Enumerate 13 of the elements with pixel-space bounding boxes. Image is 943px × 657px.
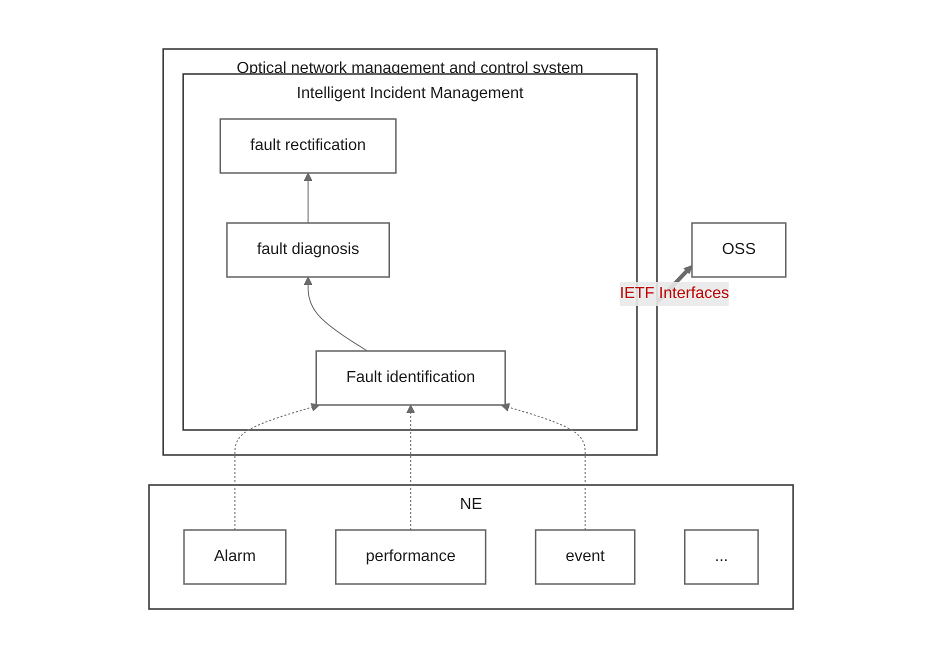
arrow (304, 276, 368, 351)
node-box: performance (335, 528, 487, 584)
node-box: fault rectification (220, 118, 398, 174)
node-box: fault diagnosis (226, 222, 390, 278)
node-box: Alarm (184, 528, 287, 584)
node-box: Fault identification (316, 350, 506, 406)
arrow (501, 402, 586, 530)
node-box: OSS (692, 222, 787, 278)
arrow (234, 402, 320, 530)
arrow (406, 404, 416, 530)
node-box: ... (684, 528, 760, 584)
node-box: event (535, 528, 636, 584)
arrow (304, 172, 313, 223)
